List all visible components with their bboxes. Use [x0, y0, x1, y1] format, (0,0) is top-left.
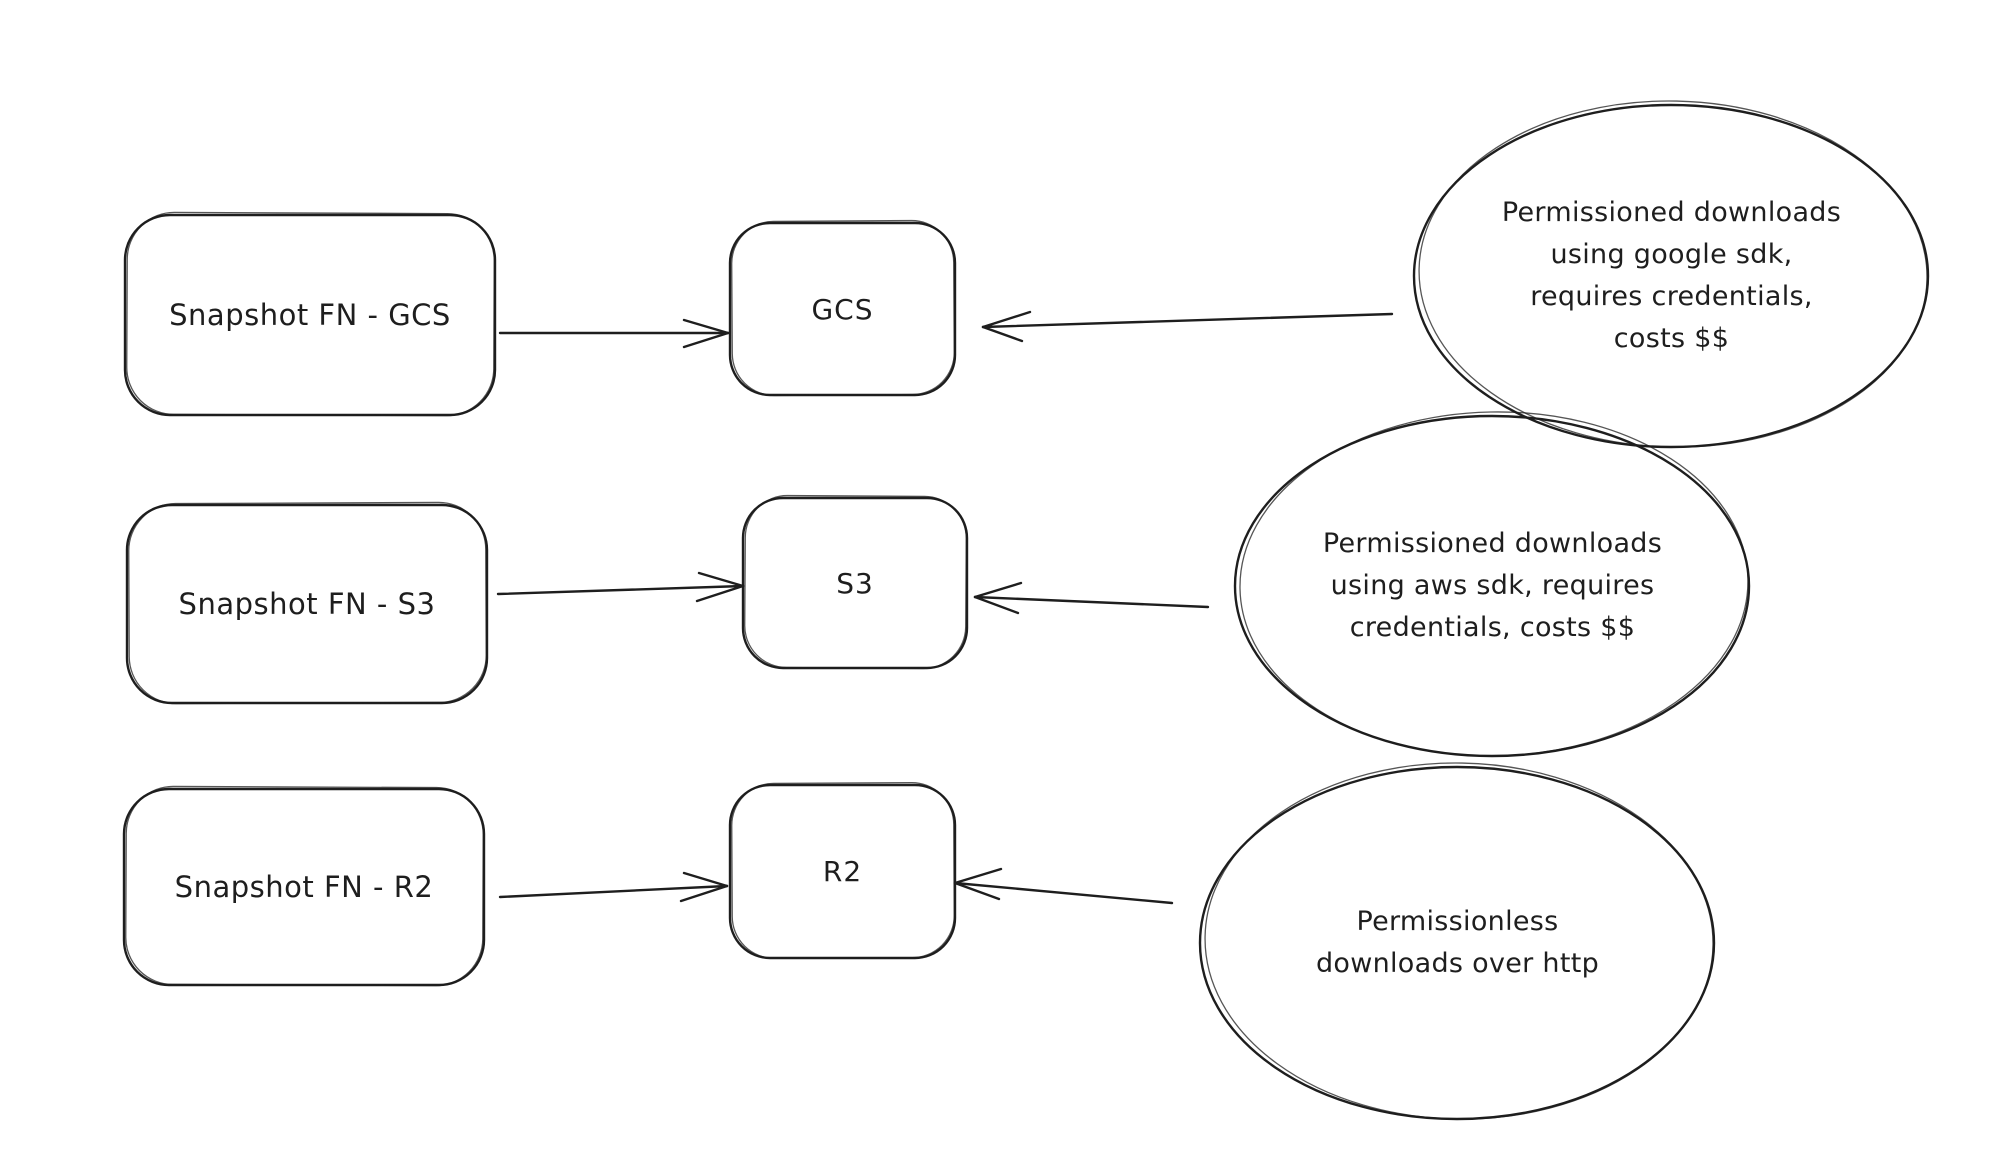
r2-note-ellipse-shape [1198, 762, 1716, 1121]
s3-storage-node-shape [741, 494, 969, 670]
arrow-gcs-note-to-gcs [981, 310, 1394, 343]
arrow-r2-note-to-r2 [953, 867, 1174, 905]
arrow-snapshot-gcs-to-gcs [498, 318, 730, 349]
gcs-note-ellipse-shape [1412, 100, 1930, 449]
arrow-s3-note-to-s3 [973, 581, 1210, 615]
r2-storage-node-shape [728, 781, 957, 960]
s3-note-ellipse-shape [1233, 411, 1751, 758]
snapshot-fn-gcs-node-shape [123, 211, 497, 417]
gcs-storage-node-shape [728, 219, 957, 397]
arrow-snapshot-r2-to-r2 [498, 871, 729, 903]
arrow-snapshot-s3-to-s3 [496, 571, 745, 603]
snapshot-fn-r2-node-shape [122, 785, 486, 987]
snapshot-fn-s3-node-shape [125, 501, 489, 705]
